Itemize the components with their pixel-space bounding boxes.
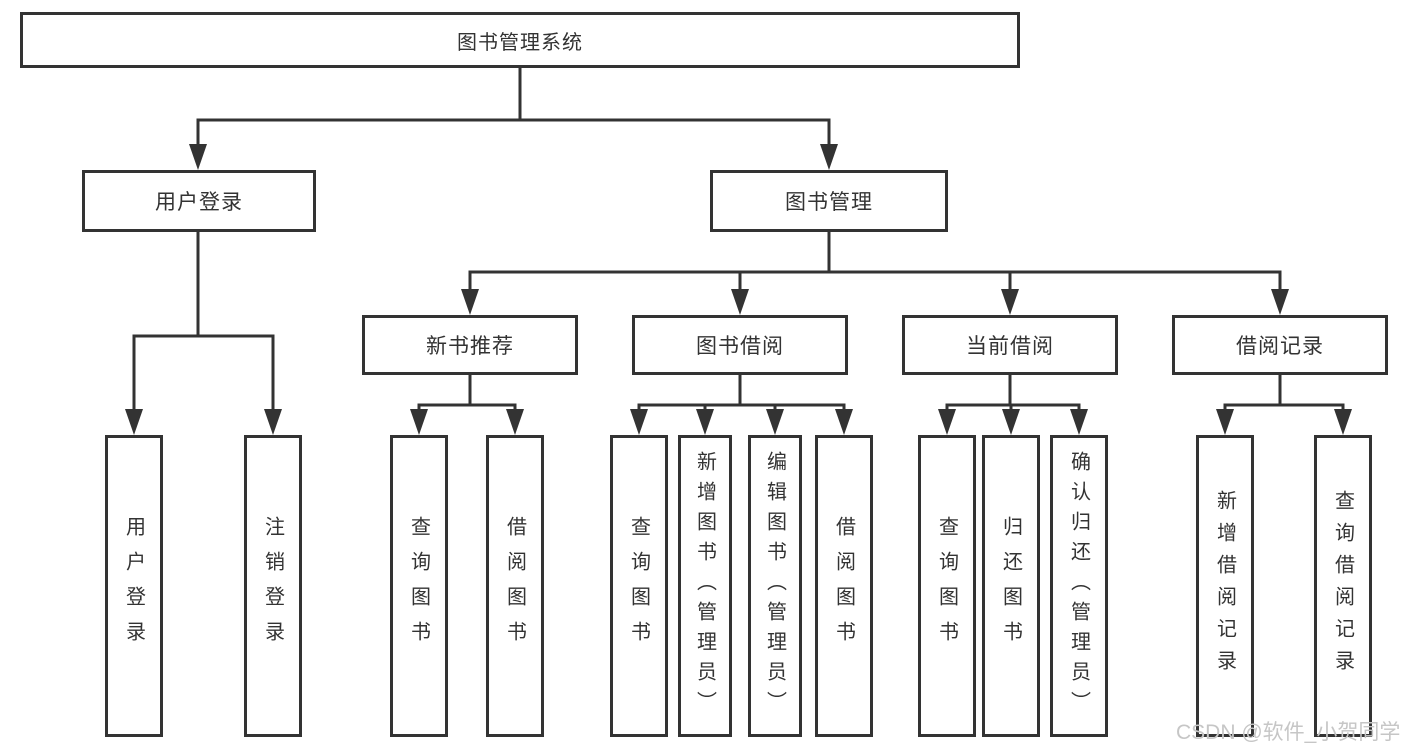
connector-borrow-records-to-leaves [1216,375,1352,435]
arrowhead-down-icon [731,289,749,315]
node-leaf-return-book: 归还图书 [982,435,1040,737]
arrowhead-down-icon [820,144,838,170]
node-book-borrow: 图书借阅 [632,315,848,375]
arrowhead-down-icon [1334,409,1352,435]
node-leaf-borrow-book-2: 借阅图书 [815,435,873,737]
node-leaf-confirm-return-admin: 确认归还（管理员） [1050,435,1108,737]
arrowhead-down-icon [189,144,207,170]
csdn-watermark: CSDN @软件_小贺同学 [1176,721,1401,744]
arrowhead-down-icon [835,409,853,435]
node-leaf-add-book-admin: 新增图书（管理员） [678,435,732,737]
node-user-login: 用户登录 [82,170,316,232]
arrowhead-down-icon [506,409,524,435]
arrowhead-down-icon [766,409,784,435]
arrowhead-down-icon [125,409,143,435]
node-leaf-logout: 注销登录 [244,435,302,737]
arrowhead-down-icon [264,409,282,435]
node-leaf-user-login: 用户登录 [105,435,163,737]
arrowhead-down-icon [410,409,428,435]
arrowhead-down-icon [630,409,648,435]
arrowhead-down-icon [696,409,714,435]
connector-new-book-recommend-to-leaves [410,375,524,435]
arrowhead-down-icon [1001,289,1019,315]
arrowhead-down-icon [1070,409,1088,435]
node-leaf-query-borrow-record: 查询借阅记录 [1314,435,1372,737]
arrowhead-down-icon [1216,409,1234,435]
node-leaf-query-book-1: 查询图书 [390,435,448,737]
arrowhead-down-icon [938,409,956,435]
arrowhead-down-icon [1002,409,1020,435]
node-new-book-recommend: 新书推荐 [362,315,578,375]
node-leaf-add-borrow-record: 新增借阅记录 [1196,435,1254,737]
node-root-system: 图书管理系统 [20,12,1020,68]
node-leaf-edit-book-admin: 编辑图书（管理员） [748,435,802,737]
node-leaf-query-book-2: 查询图书 [610,435,668,737]
connector-root-to-branches [189,68,838,170]
connector-current-borrow-to-leaves [938,375,1088,435]
node-current-borrow: 当前借阅 [902,315,1118,375]
node-leaf-query-book-3: 查询图书 [918,435,976,737]
connector-book-management-to-modules [461,232,1289,315]
arrowhead-down-icon [461,289,479,315]
connector-user-login-to-leaves [125,232,282,435]
arrowhead-down-icon [1271,289,1289,315]
connector-book-borrow-to-leaves [630,375,853,435]
node-book-management: 图书管理 [710,170,948,232]
node-borrow-records: 借阅记录 [1172,315,1388,375]
node-leaf-borrow-book-1: 借阅图书 [486,435,544,737]
